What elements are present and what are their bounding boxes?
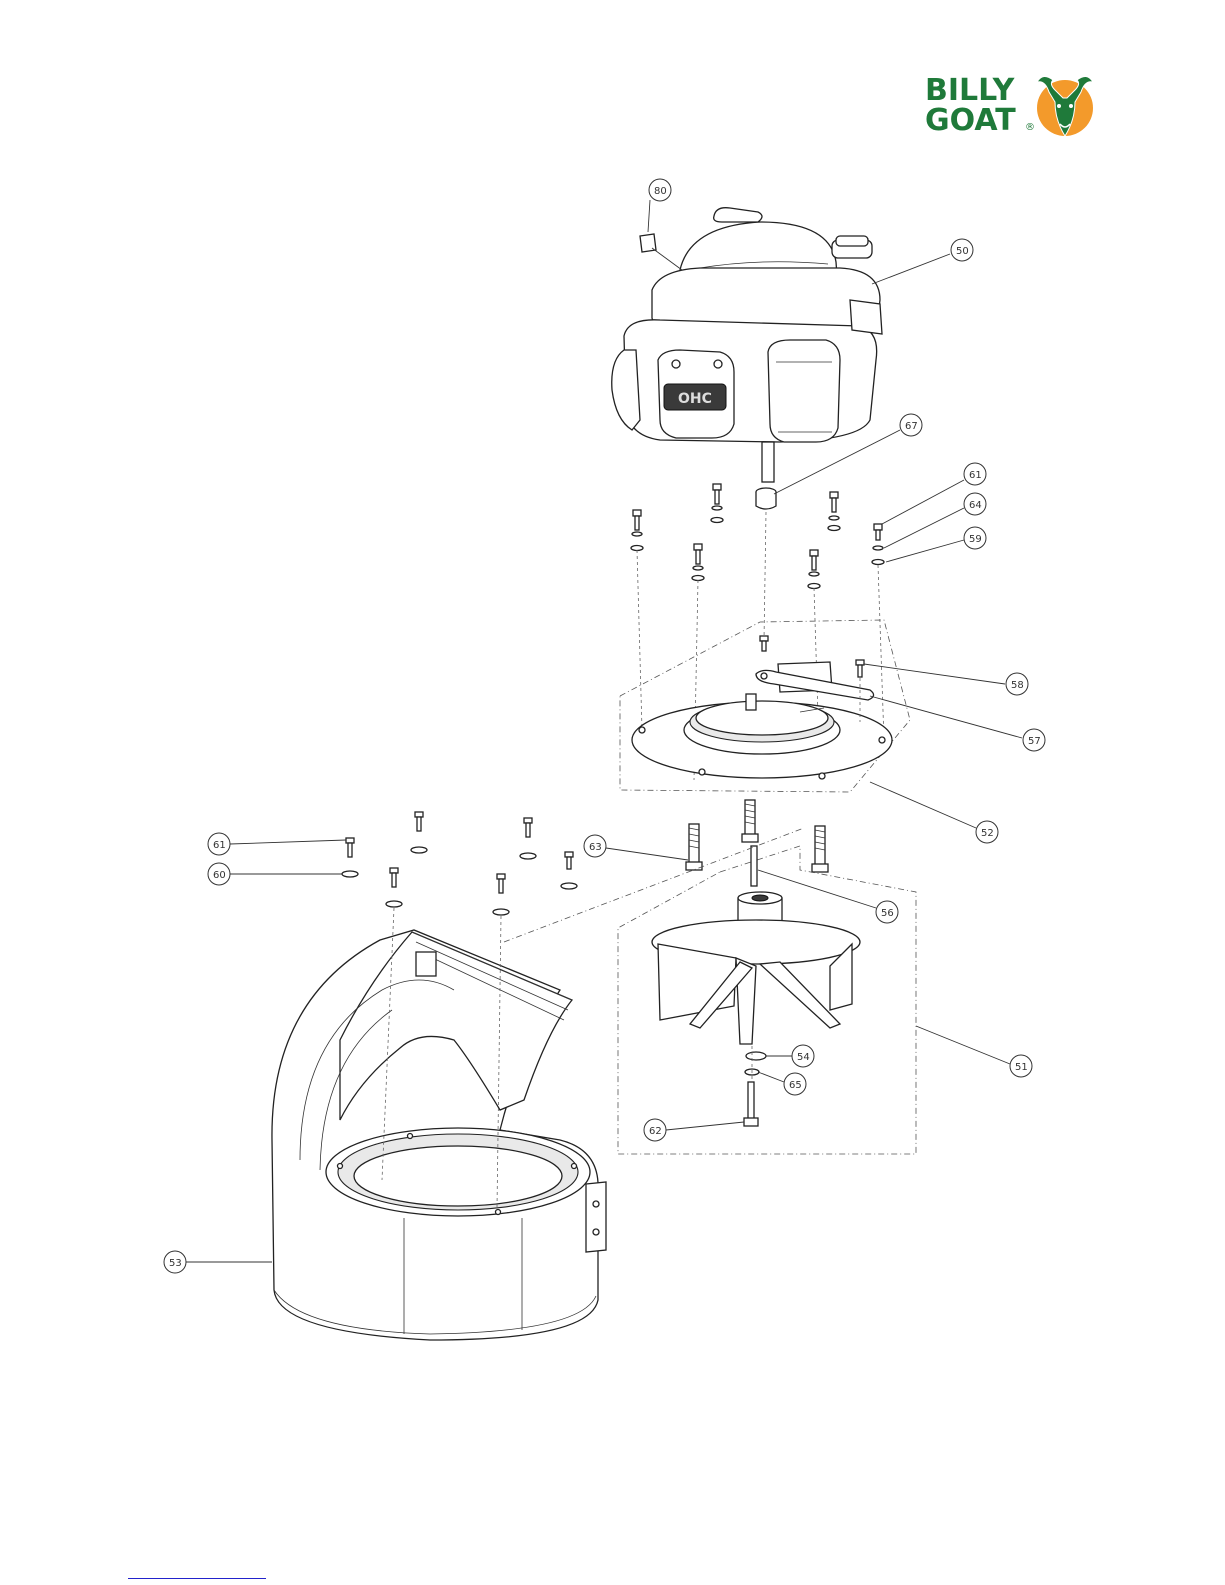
svg-text:64: 64 [969, 500, 982, 511]
callout-59: 59 [886, 527, 986, 562]
spacer-67 [756, 488, 776, 509]
bracket-57 [756, 662, 874, 700]
svg-text:65: 65 [789, 1080, 802, 1091]
callout-52: 52 [870, 782, 998, 843]
callout-53: 53 [164, 1251, 272, 1273]
svg-text:59: 59 [969, 534, 982, 545]
washer-54 [746, 1052, 766, 1060]
svg-text:61: 61 [969, 470, 982, 481]
callout-57: 57 [870, 696, 1045, 751]
svg-text:57: 57 [1028, 736, 1041, 747]
callout-65: 65 [758, 1072, 806, 1095]
svg-text:61: 61 [213, 840, 226, 851]
callout-58: 58 [864, 664, 1028, 695]
bolt-62 [744, 1082, 758, 1126]
fan-housing-53 [272, 930, 606, 1340]
callout-54: 54 [766, 1045, 814, 1067]
callout-80: 80 [648, 179, 682, 270]
callout-62: 62 [644, 1119, 744, 1141]
callout-50: 50 [872, 239, 973, 284]
svg-text:60: 60 [213, 870, 226, 881]
bolt-center [760, 636, 768, 651]
svg-text:58: 58 [1011, 680, 1024, 691]
key-56 [751, 846, 757, 886]
callout-51: 51 [916, 1026, 1032, 1077]
footer-link-underline[interactable] [128, 1578, 266, 1579]
svg-text:54: 54 [797, 1052, 810, 1063]
housing-bolt-set [342, 812, 577, 915]
svg-text:53: 53 [169, 1258, 182, 1269]
engine-ohc-badge: OHC [678, 391, 712, 407]
impeller-51 [618, 846, 916, 1154]
svg-text:56: 56 [881, 908, 894, 919]
callout-63: 63 [584, 835, 688, 860]
svg-text:50: 50 [956, 246, 969, 257]
callout-61-housing: 61 [208, 833, 346, 855]
svg-text:62: 62 [649, 1126, 662, 1137]
svg-text:52: 52 [981, 828, 994, 839]
svg-text:63: 63 [589, 842, 602, 853]
svg-text:80: 80 [654, 186, 667, 197]
svg-text:67: 67 [905, 421, 918, 432]
callout-60: 60 [208, 863, 342, 885]
svg-text:51: 51 [1015, 1062, 1028, 1073]
